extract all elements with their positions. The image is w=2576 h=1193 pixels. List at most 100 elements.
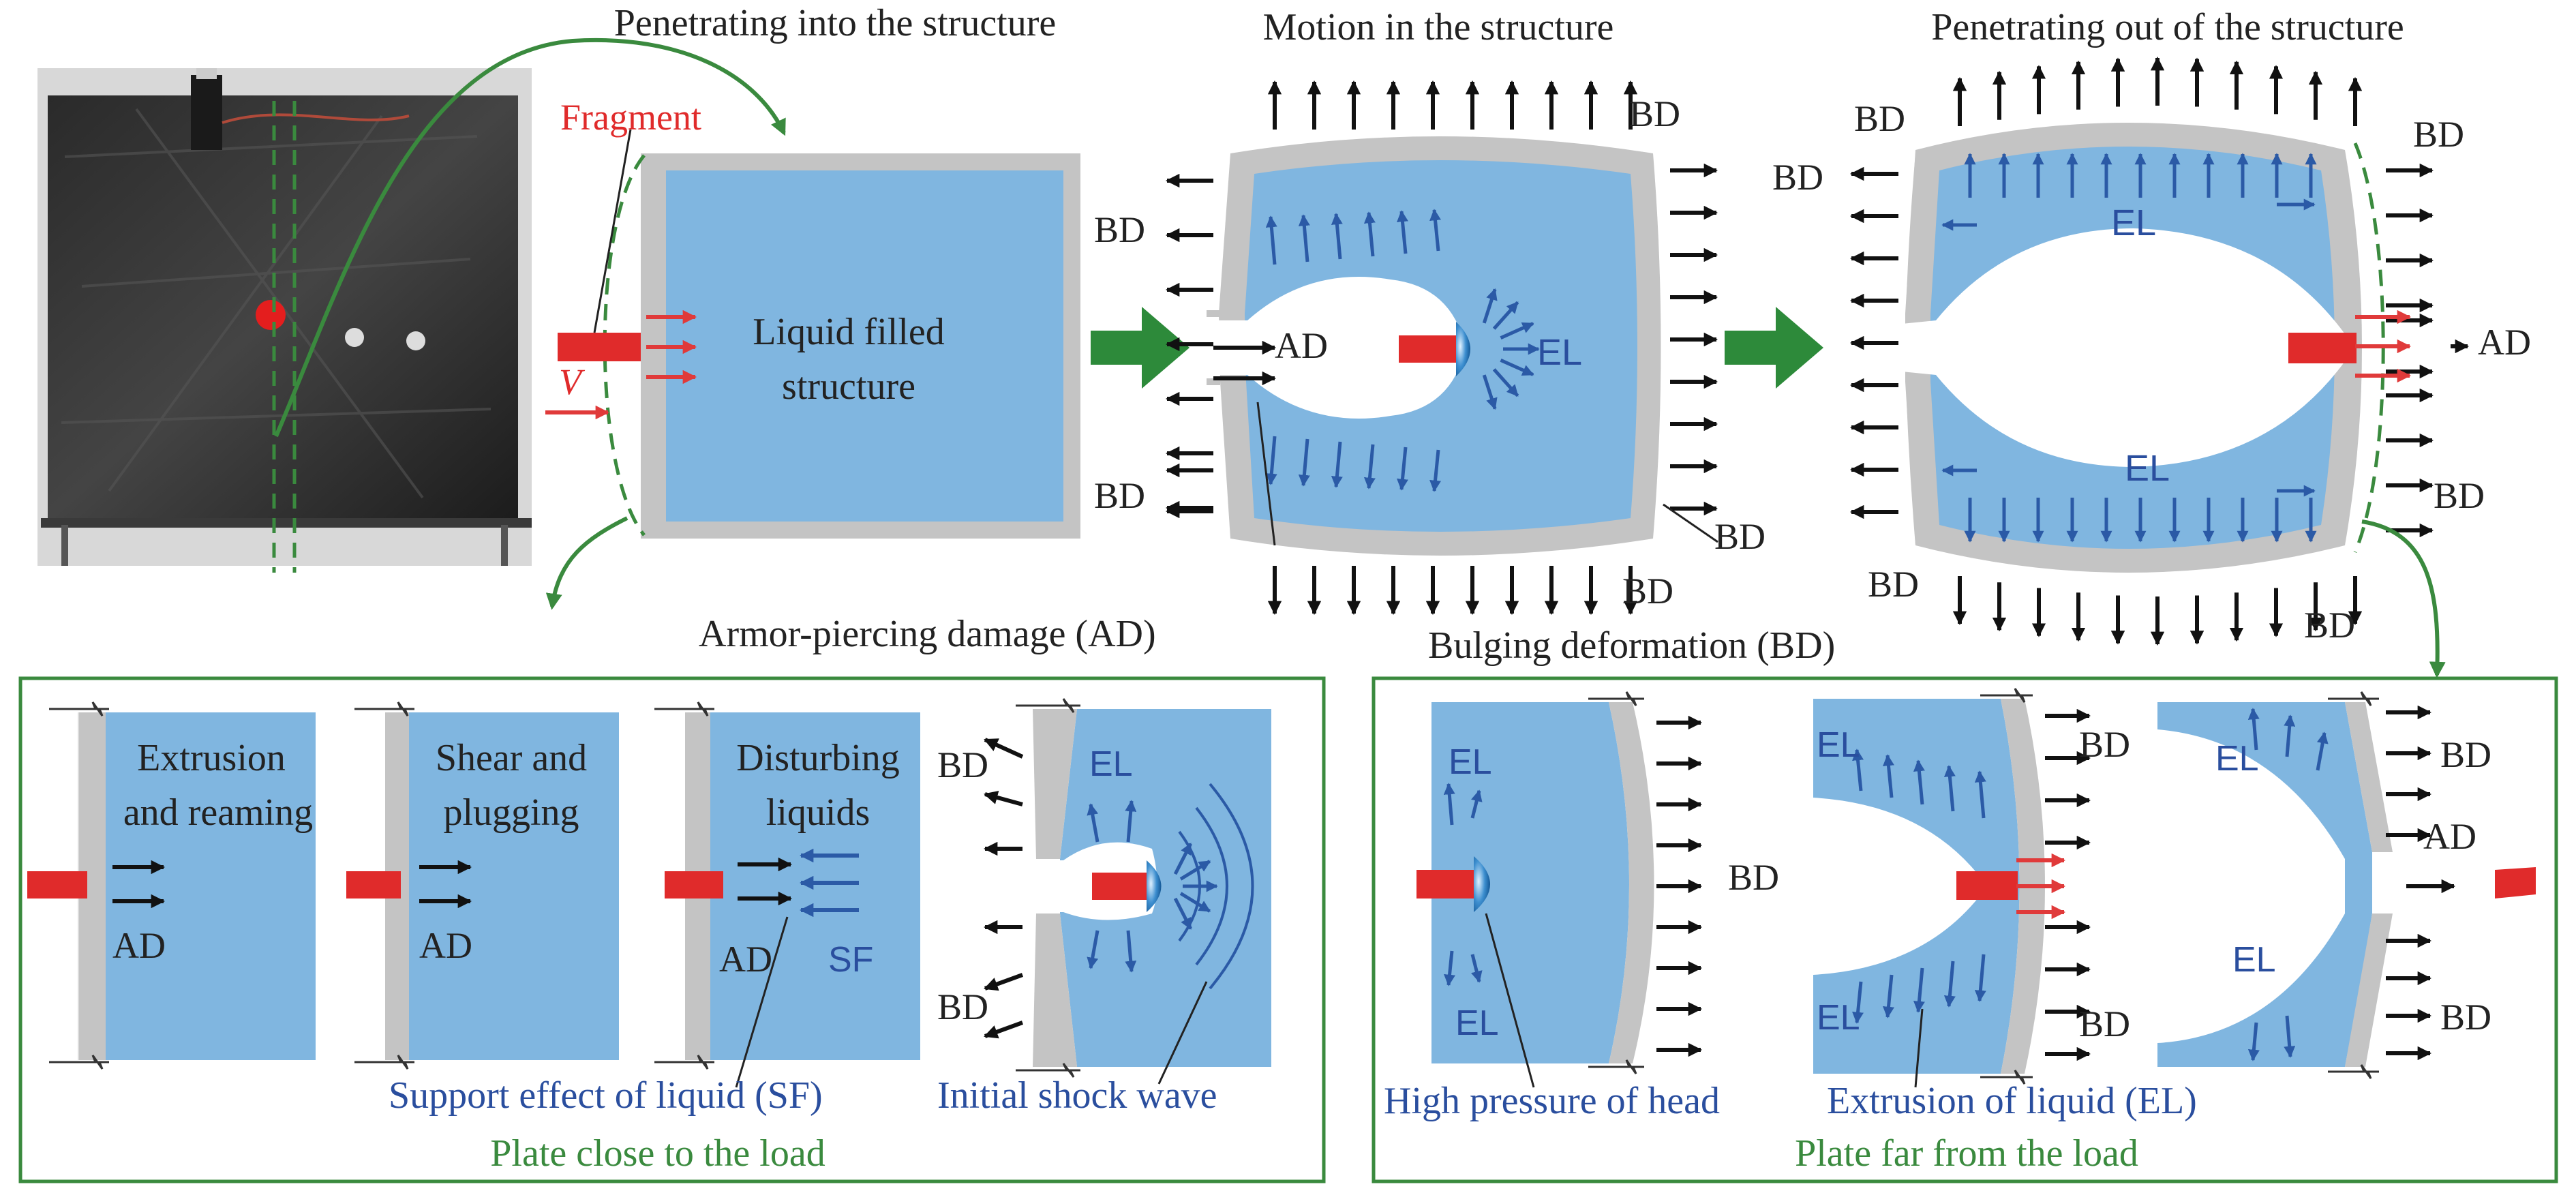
stage-3-penetrating-out (1849, 56, 2470, 678)
liquid-extrusion-arrow (1943, 961, 1956, 1008)
liquid-extrusion-arrow (1173, 897, 1192, 930)
velocity-label: V (559, 361, 586, 402)
fragment-icon (558, 333, 641, 361)
liquid-extrusion-arrow (2284, 714, 2296, 757)
bd-label-s3-br: BD (2304, 605, 2355, 646)
extrusion-label-1: Extrusion (137, 737, 286, 779)
zoom-link-arrow (274, 38, 786, 438)
bd-label-s3-tr: BD (2413, 114, 2464, 155)
el-label-brB-top: EL (1817, 725, 1860, 765)
sf-label: SF (828, 940, 873, 980)
liquid-extrusion-arrow (1125, 930, 1137, 973)
liquid-extrusion-arrow (1298, 438, 1310, 487)
liquid-extrusion-arrow (1429, 209, 1441, 252)
liquid-extrusion-arrow (1179, 892, 1211, 913)
bd-label-s2-lower-left: BD (1094, 475, 1145, 516)
bd-label-brB-bottom: BD (2079, 1003, 2130, 1044)
liquid-extrusion-arrow (1974, 954, 1986, 1002)
bd-label-bl4-top: BD (937, 744, 988, 785)
liquid-extrusion-arrow (1331, 441, 1343, 488)
bulging-arrow (984, 1021, 1024, 1039)
el-label-s3-bottom: EL (2125, 448, 2170, 489)
liquid-extrusion-arrow (1492, 301, 1519, 330)
liquid-extrusion-arrow (1492, 368, 1519, 397)
labels: Penetrating into the structure Motion in… (112, 2, 2531, 1175)
bulging-arrow (984, 973, 1024, 991)
liquid-extrusion-arrow (1482, 288, 1498, 324)
photo-of-test-plate (37, 68, 532, 566)
stage-2-motion-in-structure (1165, 80, 1718, 616)
stage-1-penetrating-into (545, 129, 1080, 610)
liquid-extrusion-arrow (2247, 1022, 2260, 1061)
close-plate-subpanels (27, 698, 1271, 1088)
liquid-extrusion-arrow (1883, 754, 1894, 798)
bd-caption: Bulging deformation (BD) (1428, 624, 1835, 667)
liquid-extrusion-arrow (1500, 359, 1534, 376)
el-label-s3-top: EL (2111, 202, 2156, 243)
ad-label-bl1: AD (112, 925, 166, 966)
el-label-brA-bottom: EL (1455, 1003, 1499, 1043)
liquid-extrusion-arrow (1087, 930, 1100, 969)
extrusion-label-2: and reaming (123, 791, 313, 834)
liquid-extrusion-arrow (1470, 954, 1483, 983)
el-label-brB-bottom: EL (1817, 998, 1860, 1038)
impact-point-icon (256, 300, 286, 330)
liquid-extrusion-arrow (1331, 213, 1343, 260)
liquid-extrusion-arrow (1363, 444, 1376, 489)
bd-label-s3-bl: BD (1868, 564, 1919, 605)
shock-caption: Initial shock wave (937, 1074, 1217, 1117)
liquid-extrusion-arrow (1265, 215, 1277, 265)
bd-label-s2-left: BD (1094, 209, 1145, 250)
liquid-extrusion-arrow (1883, 974, 1894, 1018)
stage-arrow-icon (1091, 307, 1189, 389)
bulging-arrow (984, 738, 1024, 759)
bd-label-s2-bottom: BD (1622, 571, 1673, 611)
bd-label-s3-left: BD (1772, 157, 1823, 198)
liquid-extrusion-arrow (1397, 447, 1408, 491)
liquid-extrusion-arrow (1429, 449, 1441, 492)
liquid-extrusion-arrow (1974, 770, 1986, 819)
bd-label-s2-top: BD (1629, 93, 1680, 134)
liquid-extrusion-arrow (1482, 374, 1498, 410)
el-label-brC-top: EL (2215, 739, 2259, 779)
liquid-extrusion-arrow (1500, 322, 1534, 339)
liquid-extrusion-arrow (1470, 789, 1483, 819)
liquid-extrusion-arrow (1179, 860, 1211, 881)
liquid-filled-label-1: Liquid filled (753, 311, 945, 353)
bulging-arrow (984, 790, 1023, 806)
liquid-extrusion-arrow (1397, 210, 1408, 254)
head-caption: High pressure of head (1384, 1080, 1720, 1122)
liquid-filled-label-2: structure (782, 365, 915, 408)
el-label-bl4: EL (1089, 744, 1133, 784)
liquid-extrusion-arrow (1443, 783, 1455, 826)
liquid-extrusion-arrow (1173, 843, 1192, 875)
bd-label-s3-tl: BD (1854, 98, 1905, 139)
bd-label-brA: BD (1728, 857, 1779, 898)
bd-label-brC-bottom: BD (2440, 997, 2491, 1038)
stage2-title: Motion in the structure (1263, 6, 1614, 48)
el-label-s2: EL (1537, 332, 1582, 373)
panel-title-close: Plate close to the load (490, 1132, 825, 1175)
disturbing-label-1: Disturbing (736, 737, 900, 779)
liquid-extrusion-arrow (1087, 803, 1100, 843)
disturbing-label-2: liquids (766, 791, 870, 834)
liquid-extrusion-arrow (1913, 759, 1925, 805)
shear-label-1: Shear and (436, 737, 587, 779)
stage-arrow-icon (1725, 307, 1823, 389)
ad-label-brC: AD (2423, 816, 2476, 857)
ad-caption: Armor-piercing damage (AD) (699, 613, 1156, 655)
liquid-extrusion-arrow (1363, 211, 1376, 257)
high-pressure-head-icon (1456, 322, 1470, 376)
liquid-extrusion-arrow (1852, 981, 1864, 1024)
fragment-label: Fragment (560, 97, 701, 138)
bd-label-bl4-bottom: BD (937, 986, 988, 1027)
sf-caption: Support effect of liquid (SF) (389, 1074, 823, 1117)
far-plate-subpanels (1416, 688, 2536, 1088)
ad-label-bl3: AD (719, 939, 772, 980)
stage1-title: Penetrating into the structure (614, 2, 1056, 44)
bd-label-brC-top: BD (2440, 734, 2491, 775)
bd-label-s3-r: BD (2434, 475, 2485, 516)
liquid-extrusion-arrow (2247, 708, 2260, 751)
liquid-extrusion-arrow (2316, 731, 2329, 771)
